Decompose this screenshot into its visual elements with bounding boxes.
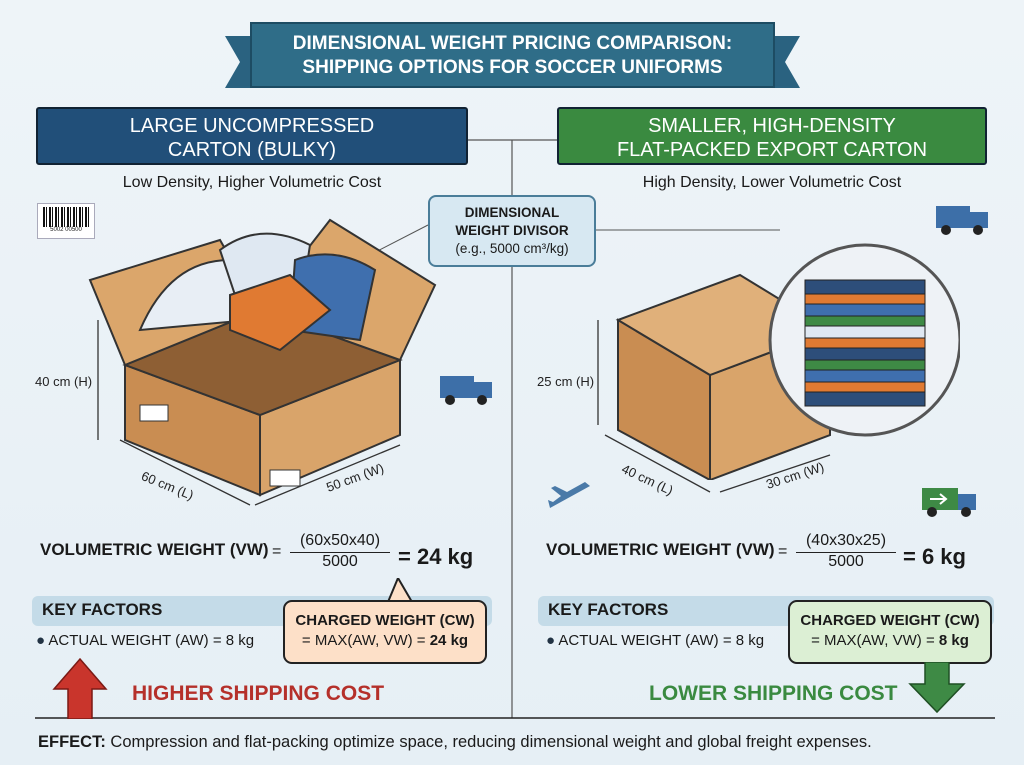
left-header-line-2: CARTON (BULKY): [167, 139, 337, 161]
left-actual-weight: ● ACTUAL WEIGHT (AW) = 8 kg: [36, 632, 255, 649]
right-charged-weight: CHARGED WEIGHT (CW) = MAX(AW, VW) = 8 kg: [788, 600, 992, 664]
barcode-text: 5002 00500: [50, 227, 82, 233]
left-actual-weight-text: ACTUAL WEIGHT (AW) = 8 kg: [48, 632, 255, 649]
airplane-icon: [548, 482, 590, 508]
left-charged-weight: CHARGED WEIGHT (CW) = MAX(AW, VW) = 24 k…: [283, 600, 487, 664]
divisor-line-1: DIMENSIONAL: [464, 205, 560, 220]
left-header-line-1: LARGE UNCOMPRESSED: [129, 115, 375, 137]
down-arrow-icon: [908, 662, 966, 714]
right-cw-formula: = MAX(AW, VW) =: [811, 632, 939, 649]
right-denominator: 5000: [828, 553, 864, 570]
divisor-callout: DIMENSIONAL WEIGHT DIVISOR (e.g., 5000 c…: [428, 195, 596, 267]
right-vw-result: = 6 kg: [903, 544, 966, 569]
left-vw-result: = 24 kg: [398, 544, 474, 569]
left-cost-label: HIGHER SHIPPING COST: [132, 682, 385, 705]
left-denominator: 5000: [322, 553, 358, 570]
up-arrow-icon: [52, 657, 108, 719]
right-header-line-2: FLAT-PACKED EXPORT CARTON: [616, 139, 928, 161]
left-cw-formula: = MAX(AW, VW) =: [301, 632, 430, 649]
divisor-line-3: (e.g., 5000 cm³/kg): [455, 241, 569, 256]
right-fraction: (40x30x25) 5000: [796, 532, 896, 571]
flat-carton-illustration: [615, 243, 960, 480]
right-header-line-1: SMALLER, HIGH-DENSITY: [648, 115, 896, 137]
banner-ribbon: [225, 36, 800, 88]
effect-text: Compression and flat-packing optimize sp…: [105, 733, 872, 751]
right-actual-weight: ● ACTUAL WEIGHT (AW) = 8 kg: [546, 632, 765, 649]
left-eq: =: [272, 543, 282, 560]
title-line-1: DIMENSIONAL WEIGHT PRICING COMPARISON:: [292, 33, 733, 54]
effect-summary: EFFECT: Compression and flat-packing opt…: [38, 733, 872, 752]
left-header: LARGE UNCOMPRESSED CARTON (BULKY): [36, 107, 468, 165]
left-cw-title: CHARGED WEIGHT (CW): [295, 612, 475, 629]
right-header: SMALLER, HIGH-DENSITY FLAT-PACKED EXPORT…: [557, 107, 987, 165]
left-height-label: 40 cm (H): [35, 374, 93, 389]
right-cw-value: 8 kg: [938, 632, 969, 649]
truck-icon: [922, 488, 976, 517]
barcode-icon: 5002 00500: [37, 203, 95, 239]
page-title: DIMENSIONAL WEIGHT PRICING COMPARISON: S…: [250, 22, 775, 88]
right-vw-label: VOLUMETRIC WEIGHT (VW): [546, 540, 775, 559]
truck-icon: [936, 206, 988, 235]
left-vw-label: VOLUMETRIC WEIGHT (VW): [40, 540, 269, 559]
left-numerator: (60x50x40): [290, 532, 390, 553]
large-carton-illustration: [88, 218, 437, 497]
right-cw-title: CHARGED WEIGHT (CW): [800, 612, 980, 629]
right-eq: =: [778, 543, 788, 560]
right-subtitle: High Density, Lower Volumetric Cost: [642, 174, 902, 191]
truck-icon: [440, 376, 492, 405]
effect-label: EFFECT:: [38, 733, 106, 751]
title-line-2: SHIPPING OPTIONS FOR SOCCER UNIFORMS: [302, 57, 723, 78]
left-fraction: (60x50x40) 5000: [290, 532, 390, 571]
left-cw-value: 24 kg: [429, 632, 469, 649]
left-subtitle: Low Density, Higher Volumetric Cost: [122, 174, 382, 191]
right-actual-weight-text: ACTUAL WEIGHT (AW) = 8 kg: [558, 632, 765, 649]
right-numerator: (40x30x25): [796, 532, 896, 553]
right-cost-label: LOWER SHIPPING COST: [649, 682, 898, 705]
divisor-line-2: WEIGHT DIVISOR: [455, 223, 569, 238]
right-height-label: 25 cm (H): [537, 374, 595, 389]
